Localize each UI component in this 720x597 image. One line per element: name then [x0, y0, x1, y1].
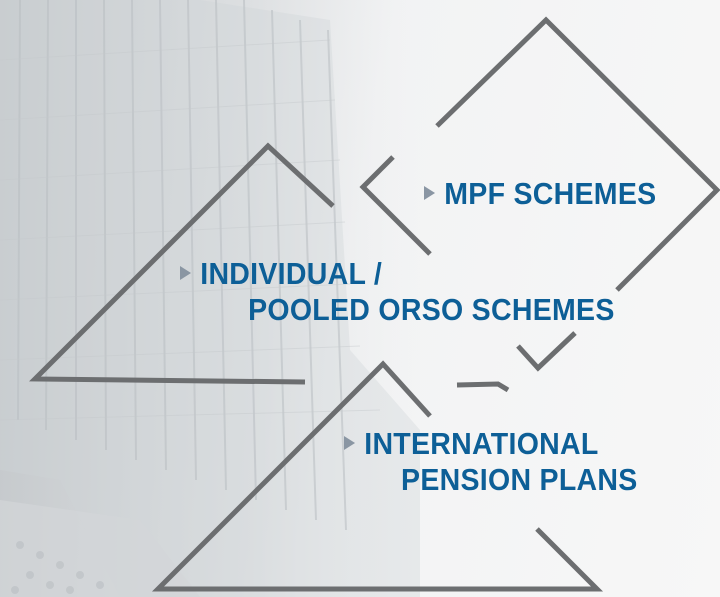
orso-outline-shape [29, 142, 335, 385]
orso-schemes-link[interactable]: INDIVIDUAL / POOLED ORSO SCHEMES [180, 256, 615, 328]
mpf-outline-shape [435, 16, 720, 292]
orso-schemes-label-line-1: INDIVIDUAL / [180, 256, 615, 292]
mpf-schemes-link[interactable]: MPF SCHEMES [424, 176, 656, 212]
triangle-right-icon [424, 186, 436, 200]
international-plans-label-line-1: INTERNATIONAL [344, 426, 638, 462]
mpf-schemes-label-line-1: MPF SCHEMES [424, 176, 656, 212]
international-plans-label-line-2: PENSION PLANS [401, 462, 638, 497]
orso-schemes-label-line-2: POOLED ORSO SCHEMES [248, 292, 615, 327]
intl-outline-shape [151, 360, 604, 592]
international-pension-plans-link[interactable]: INTERNATIONAL PENSION PLANS [344, 426, 638, 498]
chevron-small-decoration [456, 381, 510, 393]
triangle-right-icon [180, 266, 192, 280]
chevron-down-decoration [516, 331, 577, 372]
triangle-right-icon [344, 436, 356, 450]
mpf-outline-lower-left [359, 155, 432, 256]
